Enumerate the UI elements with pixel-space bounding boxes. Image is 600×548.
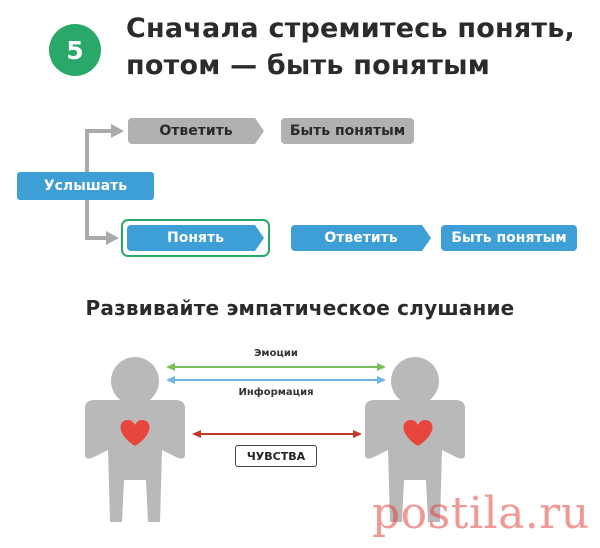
top-be-understood-box: Быть понятым [281, 118, 414, 144]
left-person-figure [85, 357, 185, 522]
emotions-arrow [166, 363, 386, 371]
hear-box: Услышать [17, 172, 154, 200]
feelings-arrow [192, 430, 362, 438]
page-title: Сначала стремитесь понять, потом — быть … [126, 10, 596, 84]
bottom-be-understood-box: Быть понятым [441, 225, 577, 251]
flow-connector-top [85, 129, 112, 173]
top-answer-box: Ответить [128, 118, 264, 144]
information-arrow [166, 376, 386, 384]
watermark: postila.ru [372, 488, 590, 539]
step-number-badge: 5 [49, 24, 101, 76]
flow-arrowhead-top [111, 124, 124, 138]
feelings-label: ЧУВСТВА [235, 445, 317, 467]
flow-connector-bottom [85, 199, 107, 240]
information-label: Информация [238, 387, 314, 398]
right-heart-icon [403, 420, 433, 446]
understand-box: Понять [127, 225, 264, 251]
understand-highlight-frame [121, 219, 270, 257]
left-heart-icon [120, 420, 150, 446]
flow-arrowhead-bottom [106, 231, 119, 245]
right-person-figure [365, 357, 465, 522]
title-line-2: потом — быть понятым [126, 50, 490, 81]
bottom-answer-box: Ответить [291, 225, 431, 251]
empathic-listening-title: Развивайте эмпатическое слушание [85, 296, 515, 320]
emotions-label: Эмоции [254, 348, 298, 359]
title-line-1: Сначала стремитесь понять, [126, 13, 575, 44]
